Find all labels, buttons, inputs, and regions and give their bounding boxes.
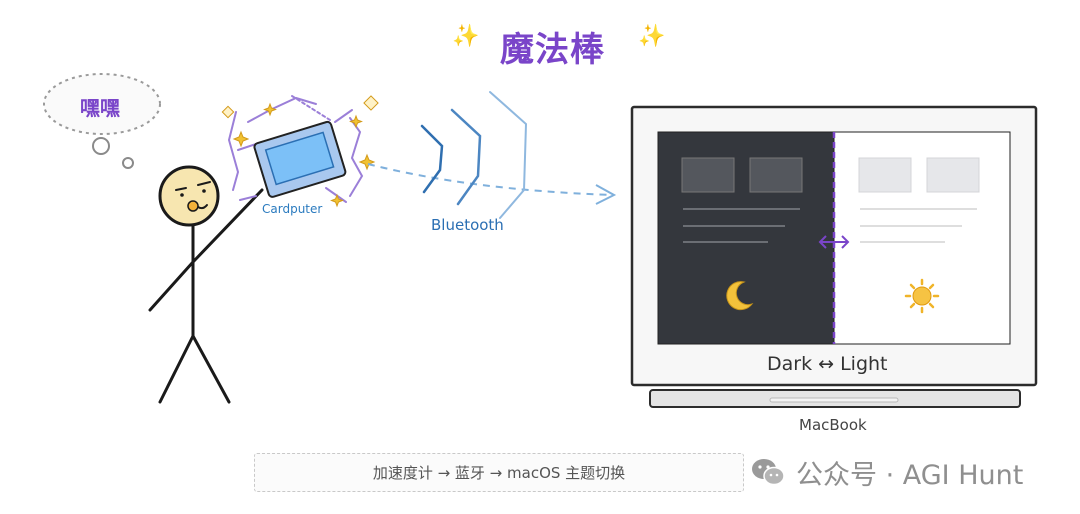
cardputer-device <box>253 120 347 198</box>
sparkle-icon: ✨ <box>638 24 666 49</box>
bluetooth-label: Bluetooth <box>431 216 504 234</box>
sun-icon <box>904 278 940 314</box>
sparkle-icon: ✨ <box>452 24 480 49</box>
moon-icon <box>726 281 754 311</box>
cardputer-label: Cardputer <box>262 202 323 216</box>
macbook-label: MacBook <box>799 416 867 434</box>
pipeline-caption: 加速度计 → 蓝牙 → macOS 主题切换 <box>254 453 744 492</box>
thought-text: 嘿嘿 <box>80 96 120 120</box>
figure-head <box>158 165 220 227</box>
macbook <box>630 105 1038 408</box>
thought-bubble <box>43 73 161 169</box>
signal-arrow <box>367 163 617 205</box>
stick-figure <box>148 165 264 404</box>
macbook-notch <box>769 397 899 403</box>
double-arrow-icon <box>818 235 850 249</box>
watermark-text: 公众号 · AGI Hunt <box>796 459 1024 491</box>
diagram-title: 魔法棒 <box>500 30 605 70</box>
bluetooth-waves <box>420 91 528 219</box>
dark-light-label: Dark ↔ Light <box>767 353 888 375</box>
sparkle-decor <box>221 95 379 208</box>
magic-lines <box>227 95 364 203</box>
wechat-icon <box>752 459 785 486</box>
pipeline-text: 加速度计 → 蓝牙 → macOS 主题切换 <box>372 464 626 482</box>
watermark: 公众号 · AGI Hunt <box>750 452 1023 492</box>
